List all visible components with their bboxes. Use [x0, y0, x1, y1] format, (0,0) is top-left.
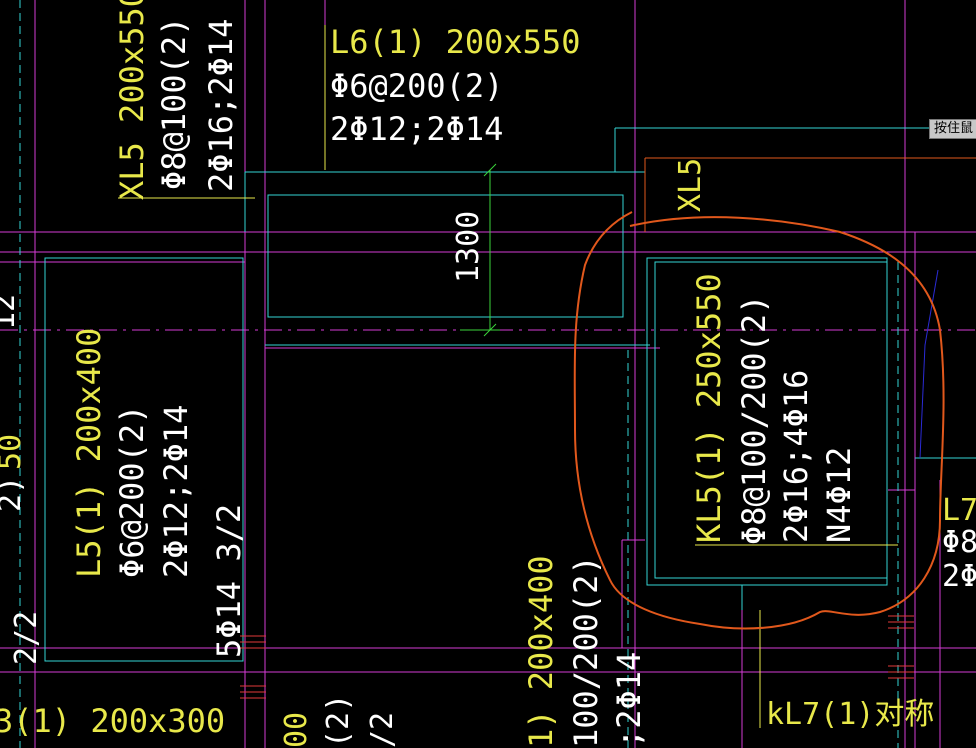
orange-linework	[644, 157, 976, 232]
left-frag-2: 2)	[0, 476, 28, 512]
l6-line-3: 2Φ12;2Φ14	[330, 110, 503, 148]
dimension-1300-label: 1300	[451, 211, 486, 283]
l6-line-1: L6(1) 200x550	[330, 23, 580, 61]
right-edge-fragments: L7 Φ8 2Φ	[942, 493, 976, 594]
dimension-1300-line	[460, 163, 500, 337]
left-frag-12: 12	[0, 294, 22, 330]
kl5-line-1: KL5(1) 250x550	[690, 273, 728, 543]
five-phi-label: 5Φ14 3/2	[210, 504, 248, 658]
xl5-top-line-2: Φ8@100(2)	[155, 17, 193, 190]
l6-line-2: Φ6@200(2)	[330, 67, 503, 105]
text-group-xl5-top: XL5 200x550 Φ8@100(2) 2Φ16;2Φ14	[113, 0, 240, 200]
right-frag-l7: L7	[942, 493, 976, 528]
l3-label: 3(1) 200x300	[0, 702, 225, 740]
l5-line-1: L5(1) 200x400	[70, 328, 108, 578]
bottom-mid-line-1: 1) 200x400	[522, 555, 560, 748]
xl5-top-line-3: 2Φ16;2Φ14	[202, 19, 240, 192]
right-frag-phi8: Φ8	[942, 525, 976, 560]
text-group-l6: L6(1) 200x550 Φ6@200(2) 2Φ12;2Φ14	[330, 23, 580, 148]
mouse-hint-tooltip: 按住鼠	[929, 119, 976, 139]
text-group-kl5: KL5(1) 250x550 Φ8@100/200(2) 2Φ16;4Φ16 N…	[690, 273, 858, 545]
right-frag-2phi: 2Φ	[942, 559, 976, 594]
rebar-hatches	[240, 615, 914, 699]
bottom-frag-slash2: /2	[365, 712, 400, 748]
bottom-frag-00: 00	[279, 712, 314, 748]
bottom-frag-2: (2)	[321, 694, 356, 748]
text-group-bottom-mid: 1) 200x400 100/200(2) ;2Φ14	[522, 555, 648, 748]
kl7-label: kL7(1)对称	[766, 697, 934, 732]
l5-line-2: Φ6@200(2)	[113, 405, 151, 578]
bottom-edge-fragments: 00 (2) /2	[279, 694, 400, 748]
kl5-line-3: 2Φ16;4Φ16	[777, 370, 815, 543]
bottom-mid-line-2: 100/200(2)	[567, 555, 605, 748]
left-edge-fragments: 50 2) 2/2 12	[0, 294, 44, 665]
l5-line-3: 2Φ12;2Φ14	[157, 405, 195, 578]
kl5-line-2: Φ8@100/200(2)	[735, 295, 773, 545]
blue-line	[919, 269, 939, 459]
text-group-l5: L5(1) 200x400 Φ6@200(2) 2Φ12;2Φ14 5Φ14 3…	[70, 328, 248, 658]
left-frag-22: 2/2	[9, 611, 44, 665]
kl5-line-4: N4Φ12	[820, 447, 858, 543]
left-frag-50: 50	[0, 434, 28, 470]
yellow-leaders	[118, 25, 898, 728]
bottom-mid-line-3: ;2Φ14	[610, 652, 648, 748]
cyan-linework	[19, 0, 976, 748]
xl5-top-line-1: XL5 200x550	[113, 0, 151, 200]
freehand-circle-annotation	[573, 211, 945, 630]
xl5-small-label: XL5	[673, 158, 708, 212]
